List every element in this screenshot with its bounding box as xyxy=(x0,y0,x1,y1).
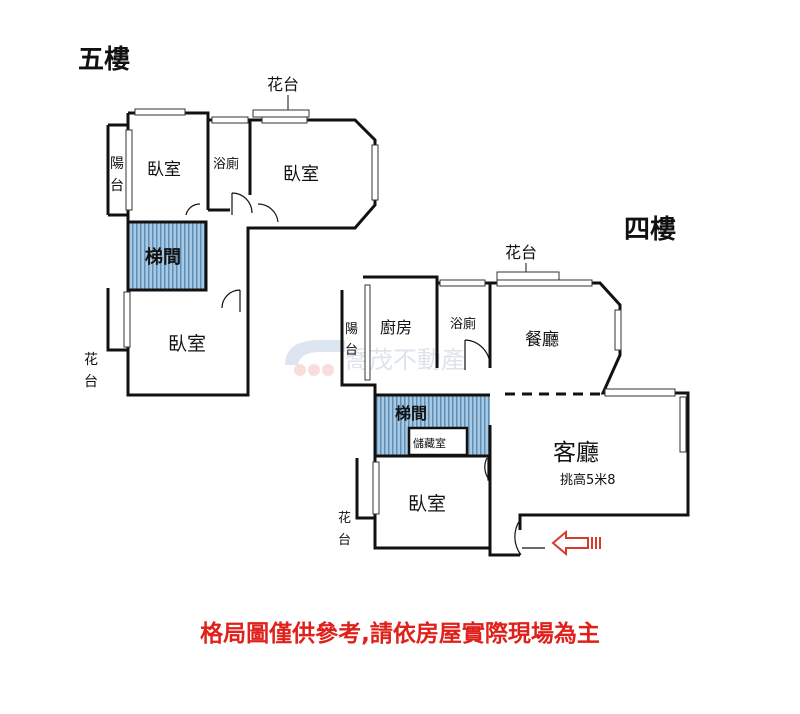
entrance-arrow-icon xyxy=(551,529,601,557)
floor4-living-note: 挑高5米8 xyxy=(560,472,616,488)
floor4-balcony-label: 陽 xyxy=(345,322,358,337)
watermark-text: 喬茂不動產 xyxy=(345,346,465,374)
floor5-stairs-label: 梯間 xyxy=(145,246,181,268)
floor4-doors xyxy=(464,339,545,556)
floor5-bathroom: 浴廁 xyxy=(213,156,239,172)
floor5-title: 五樓 xyxy=(78,44,130,75)
floor4-bathroom: 浴廁 xyxy=(450,316,476,332)
floor4-living: 客廳 xyxy=(553,440,599,466)
floor4-bedroom: 臥室 xyxy=(408,493,446,515)
floor5-stairs xyxy=(128,222,206,290)
floor4-flower-left: 台 xyxy=(338,533,351,548)
floor4-dining: 餐廳 xyxy=(525,330,559,350)
floor5-flower-left: 花 xyxy=(84,352,98,368)
floor4-stairs-label: 梯間 xyxy=(395,404,427,423)
floor4-flower-top: 花台 xyxy=(505,243,537,262)
floor5-flower-top: 花台 xyxy=(267,75,299,94)
floor5-windows xyxy=(123,108,379,348)
floor4-storage-label: 儲藏室 xyxy=(413,436,446,450)
floor4-balcony-label: 台 xyxy=(345,343,358,358)
floor5-balcony-label: 陽 xyxy=(110,156,124,172)
floor4-storage xyxy=(407,426,469,457)
floor5-bedroom-b: 臥室 xyxy=(283,164,319,185)
floor4-kitchen: 廚房 xyxy=(380,318,412,337)
floor4-flower-left: 花 xyxy=(338,510,351,526)
disclaimer: 格局圖僅供參考,請依房屋實際現場為主 xyxy=(200,620,600,647)
floor5-bedroom-a: 臥室 xyxy=(147,160,181,180)
floor4-walls xyxy=(340,275,690,557)
floor5-flower-left: 台 xyxy=(84,374,98,390)
floor5-bedroom-c: 臥室 xyxy=(168,333,206,355)
floor4-windows xyxy=(364,271,687,515)
floor5-doors xyxy=(185,192,279,312)
floor5-balcony-label: 台 xyxy=(110,178,124,194)
floor4-title: 四樓 xyxy=(624,214,676,245)
